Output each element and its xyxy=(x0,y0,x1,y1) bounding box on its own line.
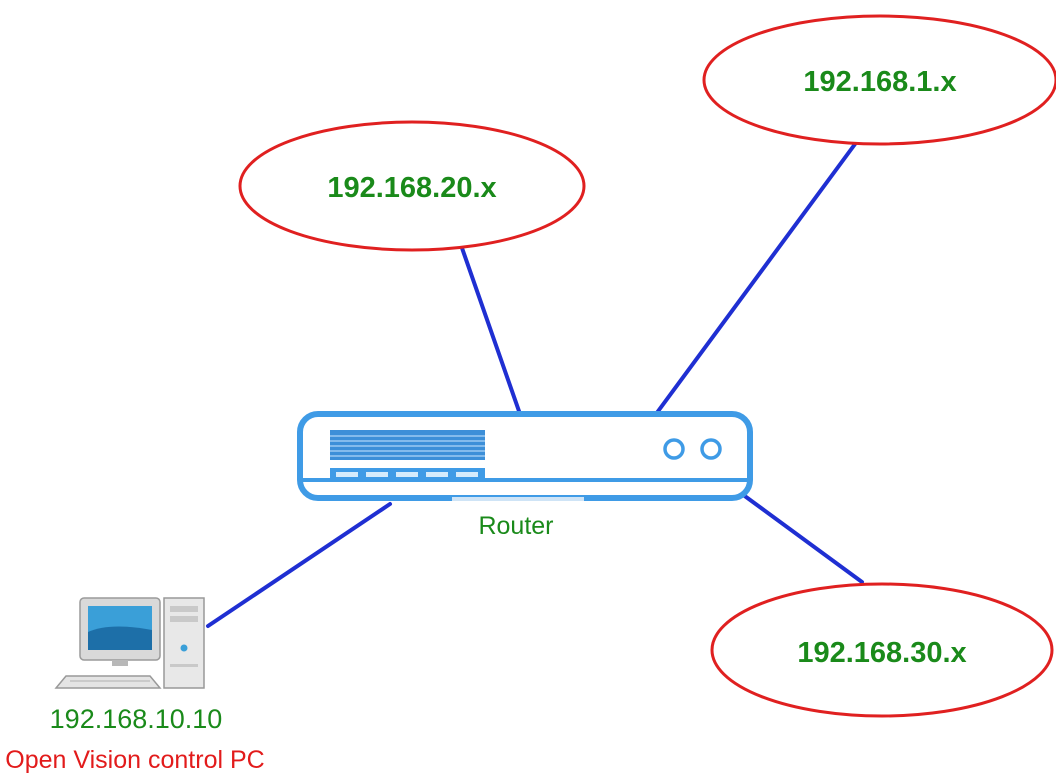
monitor-screen-glare xyxy=(88,626,152,650)
router-port xyxy=(336,472,358,477)
router-port xyxy=(426,472,448,477)
monitor-neck xyxy=(112,660,128,666)
desktop-computer-icon xyxy=(54,597,205,689)
subnet-node-30: 192.168.30.x xyxy=(710,582,1054,718)
router-icon xyxy=(297,411,753,501)
subnet-label-1: 192.168.1.x xyxy=(803,66,956,98)
subnet-label-20: 192.168.20.x xyxy=(327,172,496,204)
router-status-light xyxy=(700,438,722,460)
link-router-to-pc xyxy=(206,502,392,628)
router-display-hatch xyxy=(330,435,485,457)
subnet-ellipse-20 xyxy=(238,120,586,252)
links xyxy=(206,138,864,628)
router-display-panel xyxy=(330,430,485,460)
pc-ip-address: 192.168.10.10 xyxy=(50,704,223,734)
router-port xyxy=(456,472,478,477)
router-stand xyxy=(452,497,584,501)
link-router-to-subnet-30 xyxy=(740,492,864,584)
router-label: Router xyxy=(478,512,553,540)
subnet-node-20: 192.168.20.x xyxy=(238,120,586,252)
link-router-to-subnet-20 xyxy=(460,246,522,416)
router-ports xyxy=(336,472,478,477)
subnet-ellipse-1 xyxy=(702,14,1056,146)
pc-tower xyxy=(163,597,205,689)
router-port xyxy=(366,472,388,477)
router-port xyxy=(396,472,418,477)
keyboard xyxy=(54,675,162,689)
link-router-to-subnet-1 xyxy=(654,138,860,416)
subnet-ellipse-30 xyxy=(710,582,1054,718)
subnet-node-1: 192.168.1.x xyxy=(702,14,1056,146)
pc-name: Open Vision control PC xyxy=(5,746,264,774)
subnet-label-30: 192.168.30.x xyxy=(797,637,966,669)
router-status-light xyxy=(663,438,685,460)
